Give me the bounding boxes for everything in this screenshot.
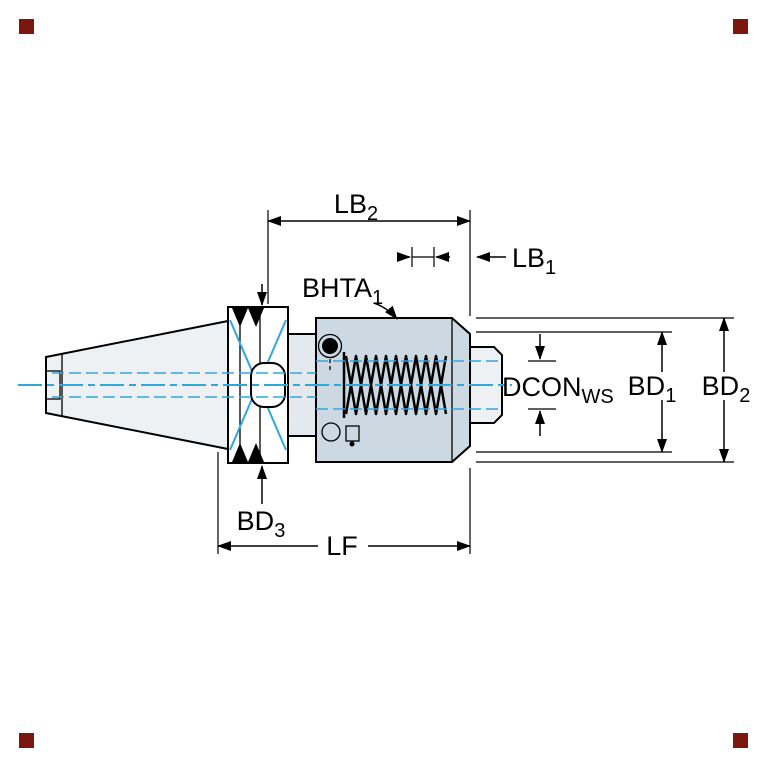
label-dcon-ws: DCONWS [502,372,614,408]
label-background [698,372,754,400]
label-lf: LF [326,531,358,561]
set-screw-boss [317,333,343,359]
label-background [626,372,680,400]
dim-bd3: BD3 [237,284,286,542]
v-groove-notch [232,443,248,462]
lower-detail [345,425,360,442]
spring [342,352,448,418]
v-groove-notch [248,308,264,327]
dim-bd1: BD1 [476,331,680,453]
label-background [318,532,368,560]
centerlines [18,360,512,410]
dim-lf: LF [217,452,471,561]
dim-bhta1: BHTA1 [302,247,450,320]
label-bd2: BD2 [702,371,751,407]
label-lb2: LB2 [334,189,378,225]
corner-markers [19,19,748,748]
label-bd1: BD1 [628,371,677,407]
label-bhta1: BHTA1 [302,273,383,309]
v-groove-notch [232,308,248,327]
spring-coil [344,354,448,416]
v-groove-notch [248,443,264,462]
lower-screw [321,422,341,442]
chuck-body [315,317,471,463]
corner-marker-bottom-left [19,733,34,748]
spring-coil [344,354,448,416]
leader-line [373,302,398,320]
dim-bd2: BD2 [476,317,754,463]
corner-marker-top-left [19,19,34,34]
label-lb1: LB1 [512,243,556,279]
dim-dcon-ws: DCONWS [502,334,614,436]
dim-lb2: LB2 [267,189,471,316]
lower-dot [349,441,355,447]
corner-marker-bottom-right [733,733,748,748]
set-screw [322,338,338,354]
tool-holder [18,306,512,464]
dim-lb1: LB1 [476,243,556,279]
corner-marker-top-right [733,19,748,34]
label-bd3: BD3 [237,506,286,542]
